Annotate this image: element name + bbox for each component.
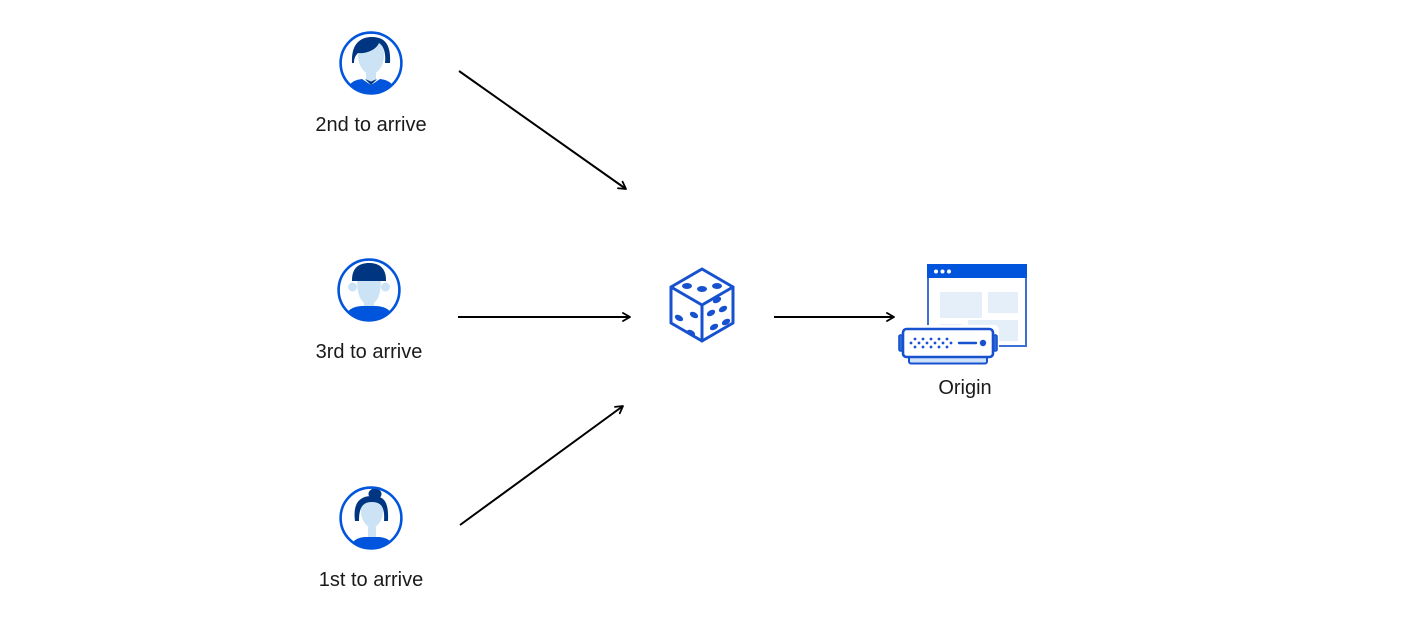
avatar-woman-bun-icon	[339, 486, 403, 550]
visitor-3rd-label: 3rd to arrive	[315, 341, 423, 363]
node-visitor-1st: 1st to arrive	[291, 485, 451, 592]
node-random-dice	[667, 266, 737, 348]
avatar-man-short-hair-icon	[337, 258, 401, 322]
arrow-visitor-2nd-to-dice	[458, 70, 627, 190]
origin-label: Origin	[938, 377, 992, 399]
avatar-man-swept-hair-icon	[339, 31, 403, 95]
node-visitor-2nd: 2nd to arrive	[291, 30, 451, 137]
visitor-1st-label: 1st to arrive	[318, 569, 424, 591]
node-visitor-3rd: 3rd to arrive	[289, 257, 449, 364]
visitor-2nd-label: 2nd to arrive	[315, 114, 427, 136]
origin-server-browser-icon	[898, 264, 1027, 365]
server-icon	[898, 325, 999, 365]
node-origin: Origin	[898, 263, 1032, 400]
dice-icon	[669, 267, 735, 343]
arrow-visitor-1st-to-dice	[459, 405, 624, 526]
